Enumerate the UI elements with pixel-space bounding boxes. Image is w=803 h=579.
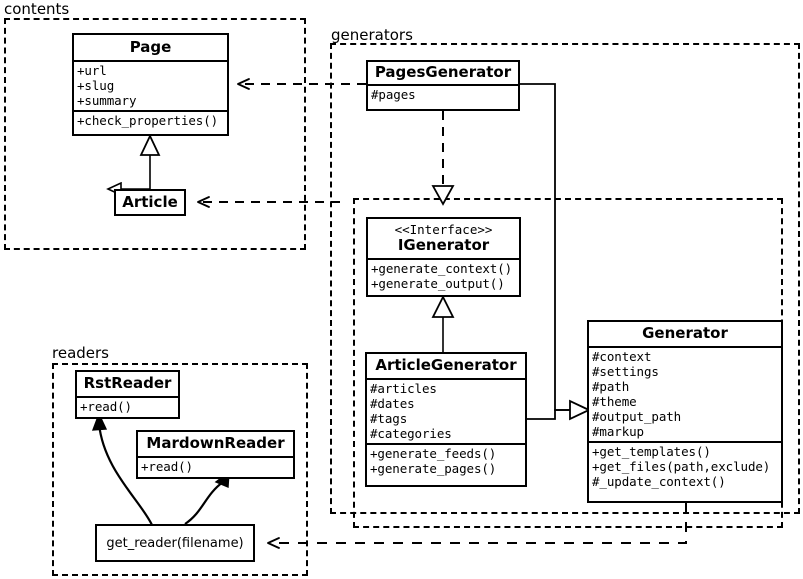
method-row: +generate_pages()	[370, 461, 497, 476]
package-generators-label: generators	[331, 26, 413, 44]
class-mardown-reader-methods: +read()	[138, 458, 293, 476]
class-igenerator-separator-1	[368, 258, 519, 260]
attribute-row: #settings	[592, 364, 659, 379]
class-article[interactable]: Article	[114, 189, 186, 216]
class-generator-attributes: #context #settings #path #theme #output_…	[589, 348, 781, 441]
function-get-reader[interactable]: get_reader(filename)	[95, 524, 255, 562]
attribute-row: #path	[592, 379, 630, 394]
method-row: +generate_feeds()	[370, 446, 497, 461]
method-row: +generate_output()	[371, 276, 505, 291]
attribute-row: #dates	[370, 396, 415, 411]
class-page-methods: +check_properties()	[74, 112, 227, 130]
class-page-title: Page	[129, 38, 172, 56]
class-page[interactable]: Page +url +slug +summary +check_properti…	[72, 33, 229, 136]
class-article-generator-methods: +generate_feeds() +generate_pages()	[367, 445, 525, 478]
method-row: +check_properties()	[77, 113, 219, 128]
method-row: +get_templates()	[592, 444, 711, 459]
class-page-separator-1	[74, 60, 227, 62]
attribute-row: #theme	[592, 394, 637, 409]
class-article-generator-attributes: #articles #dates #tags #categories	[367, 380, 525, 443]
package-readers-label: readers	[52, 344, 109, 362]
class-article-generator-separator-1	[367, 378, 525, 380]
attribute-row: +url	[77, 63, 107, 78]
class-igenerator-methods: +generate_context() +generate_output()	[368, 260, 519, 293]
class-mardown-reader-separator-1	[138, 456, 293, 458]
attribute-row: +slug	[77, 78, 115, 93]
class-generator[interactable]: Generator #context #settings #path #them…	[587, 320, 783, 503]
attribute-row: #categories	[370, 426, 452, 441]
class-mardown-reader-title: MardownReader	[146, 434, 285, 452]
class-igenerator[interactable]: <<Interface>> IGenerator +generate_conte…	[366, 217, 521, 297]
attribute-row: +summary	[77, 93, 137, 108]
class-rst-reader-title: RstReader	[83, 374, 172, 392]
class-rst-reader[interactable]: RstReader +read()	[75, 370, 180, 419]
method-row: +read()	[141, 459, 193, 474]
class-rst-reader-methods: +read()	[77, 398, 178, 416]
class-page-attributes: +url +slug +summary	[74, 62, 227, 110]
class-generator-separator-1	[589, 346, 781, 348]
attribute-row: #context	[592, 349, 652, 364]
class-article-generator[interactable]: ArticleGenerator #articles #dates #tags …	[365, 352, 527, 487]
class-page-separator-2	[74, 110, 227, 112]
class-article-title: Article	[122, 193, 178, 211]
package-readers	[52, 363, 308, 576]
class-rst-reader-separator-1	[77, 396, 178, 398]
method-row: +get_files(path,exclude)	[592, 459, 771, 474]
attribute-row: #markup	[592, 424, 644, 439]
attribute-row: #pages	[371, 87, 416, 102]
method-row: +read()	[80, 399, 132, 414]
class-mardown-reader[interactable]: MardownReader +read()	[136, 430, 295, 479]
class-pages-generator[interactable]: PagesGenerator #pages	[366, 60, 520, 111]
method-row: #_update_context()	[592, 474, 726, 489]
class-generator-title: Generator	[642, 324, 728, 342]
class-generator-methods: +get_templates() +get_files(path,exclude…	[589, 443, 781, 491]
package-contents	[4, 18, 306, 250]
attribute-row: #output_path	[592, 409, 682, 424]
class-igenerator-title: IGenerator	[397, 236, 490, 254]
class-article-generator-title: ArticleGenerator	[375, 356, 517, 374]
package-contents-label: contents	[4, 0, 70, 18]
class-igenerator-stereotype: <<Interface>>	[394, 222, 493, 237]
class-generator-separator-2	[589, 441, 781, 443]
attribute-row: #tags	[370, 411, 408, 426]
function-get-reader-label: get_reader(filename)	[106, 535, 244, 551]
method-row: +generate_context()	[371, 261, 513, 276]
class-pages-generator-attributes: #pages	[368, 86, 518, 104]
attribute-row: #articles	[370, 381, 437, 396]
class-pages-generator-title: PagesGenerator	[374, 63, 512, 81]
class-article-generator-separator-2	[367, 443, 525, 445]
class-pages-generator-separator-1	[368, 84, 518, 86]
